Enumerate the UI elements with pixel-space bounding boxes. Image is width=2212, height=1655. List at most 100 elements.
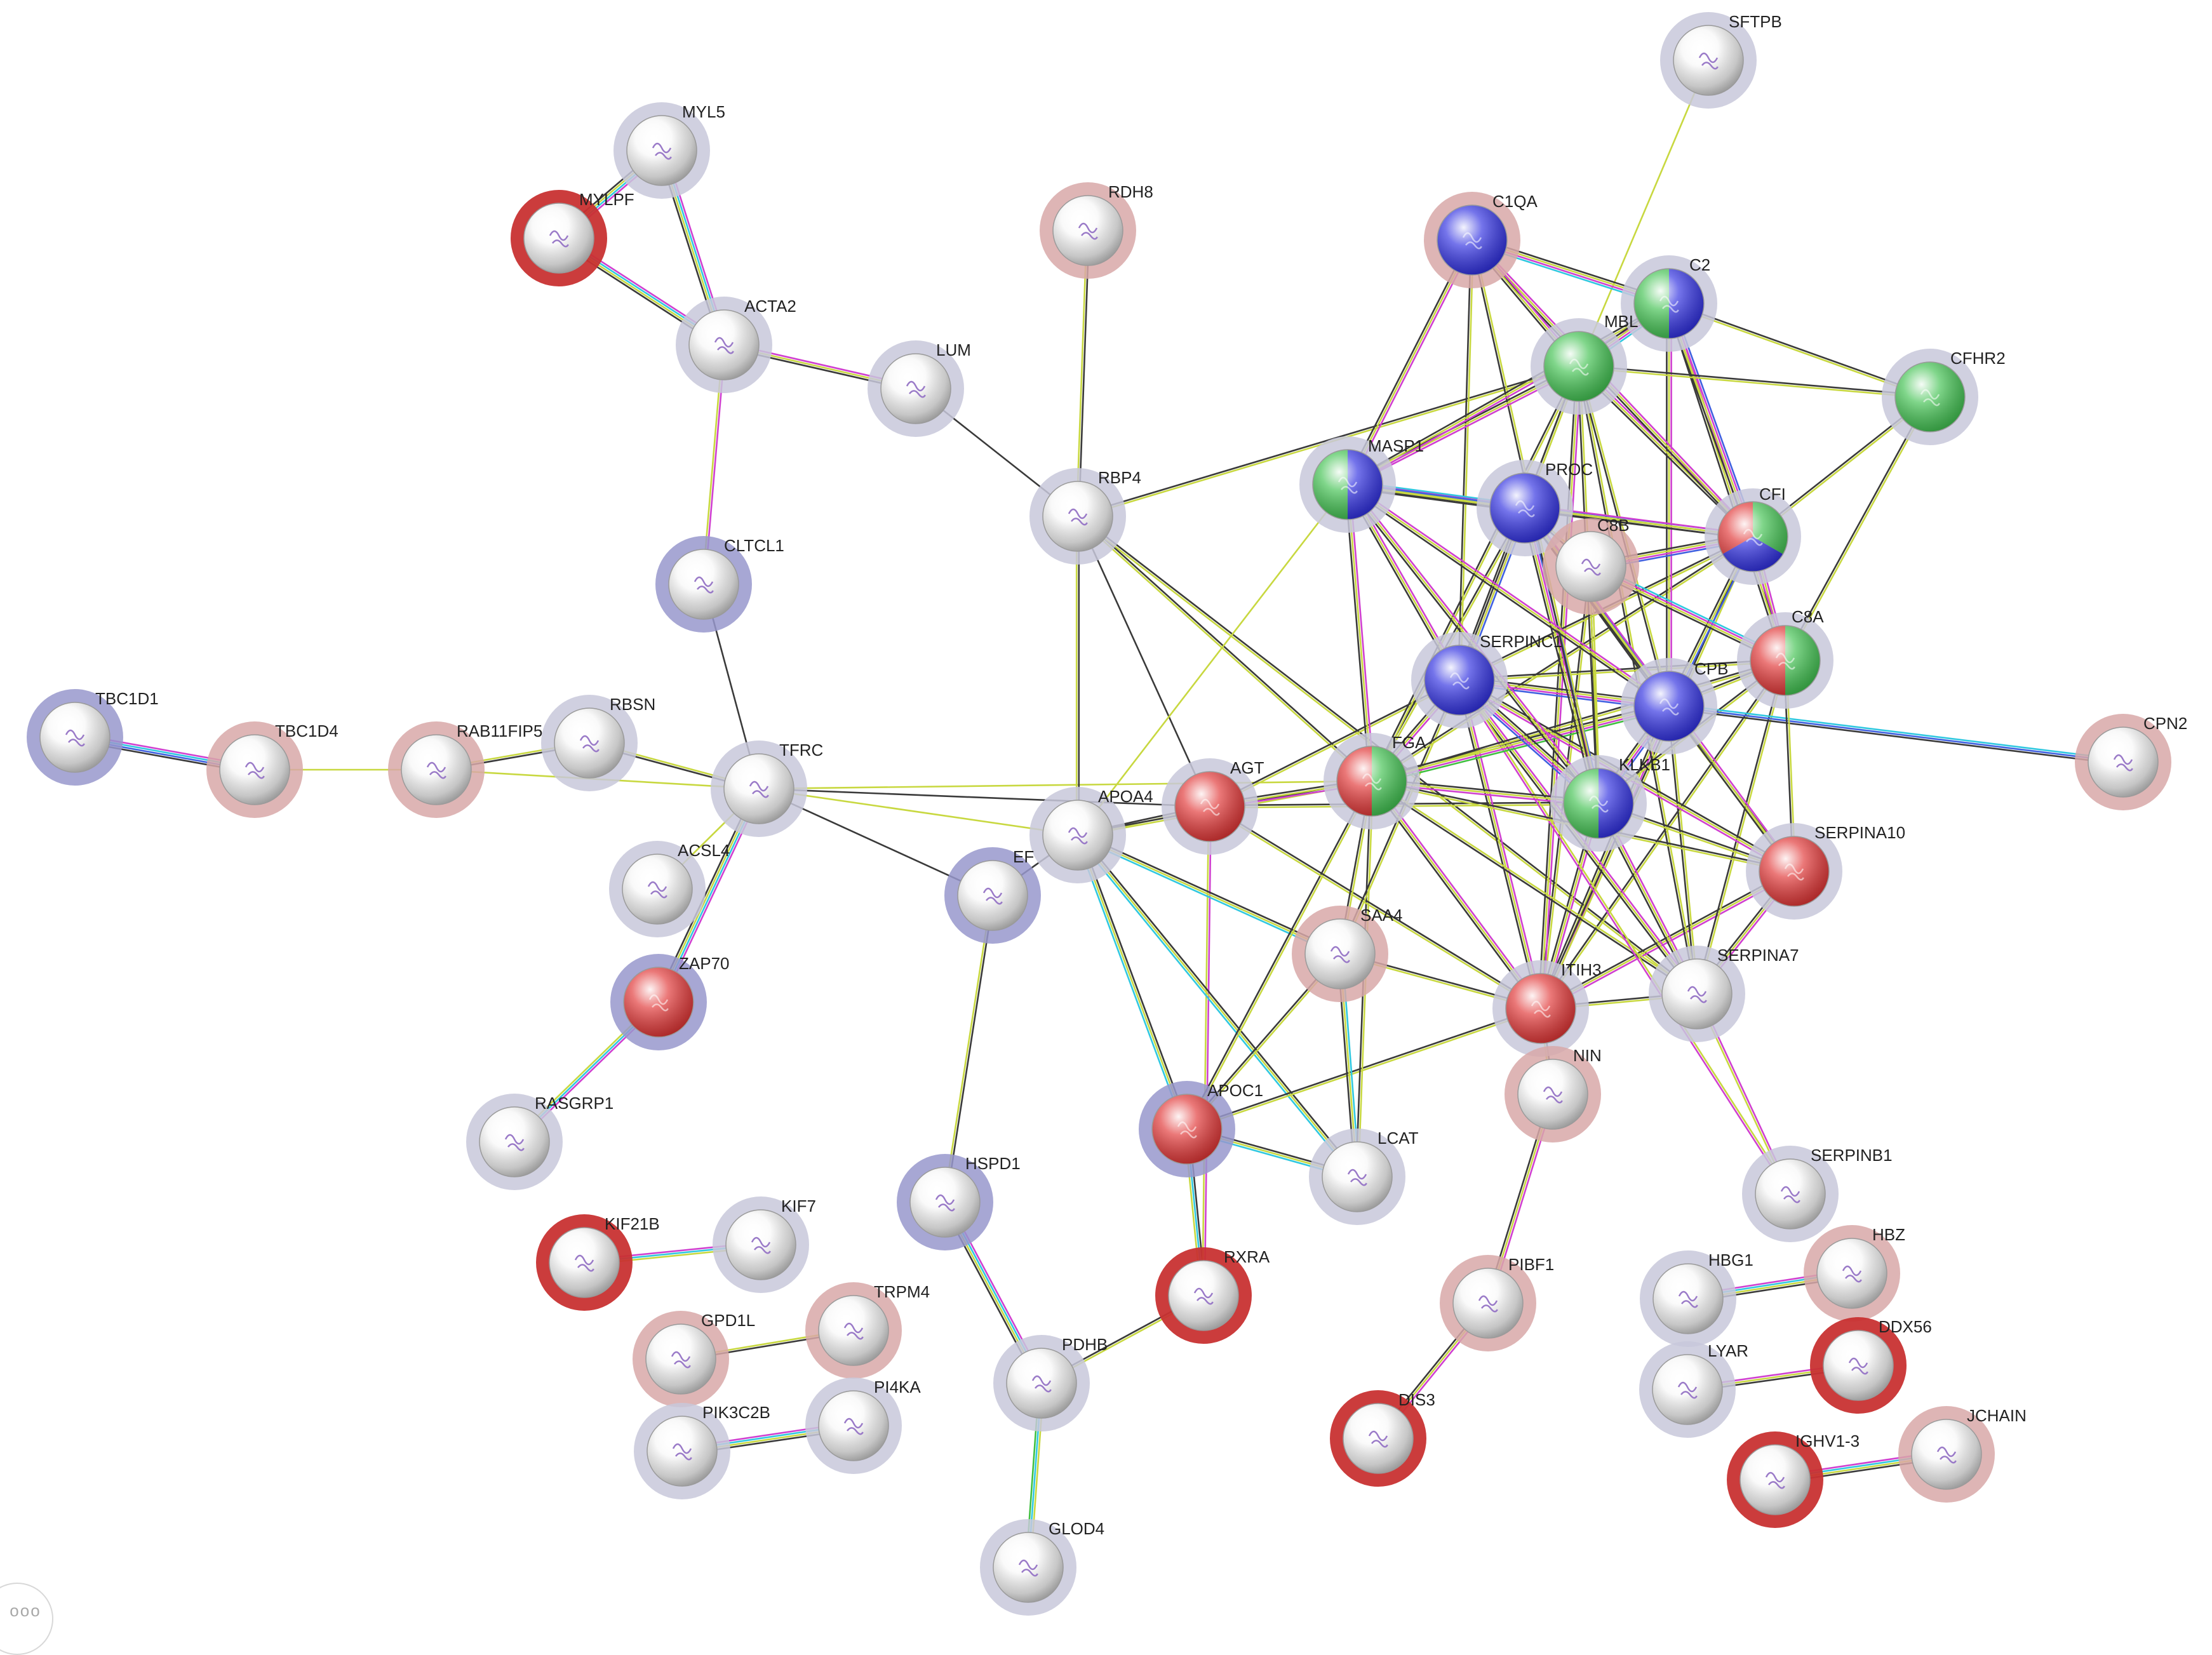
- edge-CPB2-MASP1[interactable]: [1346, 481, 1671, 709]
- edge-APOA4-LCAT[interactable]: [1075, 833, 1360, 1179]
- edge-RBP4-APOA4[interactable]: [1075, 516, 1080, 835]
- node-RAB11FIP5[interactable]: RAB11FIP5: [388, 721, 542, 818]
- node-TBC1D4[interactable]: TBC1D4: [206, 721, 339, 818]
- node-label: KIF7: [781, 1196, 816, 1216]
- node-DDX56[interactable]: DDX56: [1810, 1317, 1932, 1414]
- edge-CPB2-CPN2[interactable]: [1668, 703, 2124, 765]
- edge-APOC1-FGA[interactable]: [1185, 780, 1374, 1130]
- node-SAA4[interactable]: SAA4: [1292, 906, 1403, 1002]
- edge-CPB2-C2[interactable]: [1666, 304, 1672, 706]
- protein-structure-icon: [1775, 652, 1795, 670]
- node-RBSN[interactable]: RBSN: [541, 695, 655, 791]
- node-GLOD4[interactable]: GLOD4: [980, 1519, 1104, 1616]
- node-ACSL4[interactable]: ACSL4: [609, 841, 730, 937]
- edge-line-yellow: [1346, 484, 1373, 782]
- node-RDH8[interactable]: RDH8: [1040, 182, 1153, 279]
- node-ACTA2[interactable]: ACTA2: [676, 297, 796, 393]
- node-MYL5[interactable]: MYL5: [613, 102, 725, 199]
- edge-line-black: [1538, 366, 1578, 1008]
- node-PDHB[interactable]: PDHB: [993, 1335, 1108, 1431]
- edge-TFRC-AGT[interactable]: [758, 787, 1210, 808]
- edge-FGA-MASP1[interactable]: [1344, 484, 1375, 782]
- node-PIBF1[interactable]: PIBF1: [1440, 1255, 1554, 1351]
- edge-C8A-CFHR2[interactable]: [1783, 396, 1932, 662]
- node-PIK3C2B[interactable]: PIK3C2B: [634, 1403, 770, 1499]
- edge-SERPINC1-C1QA[interactable]: [1457, 239, 1475, 681]
- node-NIN[interactable]: NIN: [1505, 1046, 1602, 1142]
- edge-RBP4-FGA[interactable]: [1076, 514, 1374, 783]
- node-C2[interactable]: C2: [1621, 255, 1717, 352]
- node-MYLPF[interactable]: MYLPF: [511, 190, 634, 286]
- node-GPD1L[interactable]: GPD1L: [633, 1311, 755, 1407]
- node-C8B[interactable]: C8B: [1543, 516, 1639, 615]
- node-HBG1[interactable]: HBG1: [1640, 1250, 1753, 1347]
- node-KIF21B[interactable]: KIF21B: [536, 1214, 660, 1311]
- node-HBZ[interactable]: HBZ: [1804, 1225, 1905, 1322]
- edge-APOC1-ITIH3[interactable]: [1186, 1007, 1542, 1131]
- edge-TFRC-FGA[interactable]: [758, 780, 1372, 790]
- edge-line-magenta: [1349, 484, 1375, 781]
- edge-SERPINB1-SERPINC1[interactable]: [1458, 679, 1792, 1195]
- node-SERPINB1[interactable]: SERPINB1: [1742, 1146, 1893, 1242]
- edge-line-yellow: [1347, 302, 1670, 486]
- edge-ITIH3-SERPINC1[interactable]: [1456, 679, 1544, 1010]
- node-AGT[interactable]: AGT: [1162, 758, 1264, 855]
- node-RXRA[interactable]: RXRA: [1155, 1247, 1270, 1344]
- edge-AGT-RXRA[interactable]: [1201, 806, 1212, 1296]
- edge-AGT-ITIH3[interactable]: [1209, 805, 1542, 1010]
- edge-line-black: [1210, 805, 1542, 1008]
- node-SERPINA10[interactable]: SERPINA10: [1746, 823, 1905, 920]
- node-C1QA[interactable]: C1QA: [1424, 192, 1538, 288]
- node-EPO[interactable]: EF: [944, 847, 1041, 944]
- edge-TFRC-APOA4[interactable]: [758, 787, 1078, 836]
- node-C8A[interactable]: C8A: [1737, 607, 1833, 709]
- protein-structure-icon: [1337, 476, 1358, 494]
- node-KLKB1[interactable]: KLKB1: [1550, 755, 1670, 852]
- node-HSPD1[interactable]: HSPD1: [897, 1154, 1021, 1250]
- node-CFI[interactable]: CFI: [1705, 485, 1801, 585]
- node-CPN2[interactable]: CPN2: [2075, 714, 2187, 810]
- node-LUM[interactable]: LUM: [868, 340, 971, 437]
- node-JCHAIN[interactable]: JCHAIN: [1898, 1406, 2027, 1503]
- edge-APOA4-APOC1[interactable]: [1075, 834, 1190, 1130]
- node-PI4KA[interactable]: PI4KA: [805, 1377, 921, 1474]
- edge-RBP4-AGT[interactable]: [1076, 516, 1211, 807]
- node-ZAP70[interactable]: ZAP70: [610, 954, 730, 1050]
- node-APOC1[interactable]: APOC1: [1139, 1081, 1263, 1177]
- node-FGA[interactable]: FGA: [1324, 733, 1426, 829]
- node-SERPINC1[interactable]: SERPINC1: [1411, 632, 1562, 728]
- node-ITIH3[interactable]: ITIH3: [1492, 960, 1602, 1057]
- node-KIF7[interactable]: KIF7: [713, 1196, 816, 1293]
- node-LCAT[interactable]: LCAT: [1309, 1129, 1419, 1225]
- node-CPB2[interactable]: CPB: [1621, 658, 1728, 754]
- node-RBP4[interactable]: RBP4: [1029, 468, 1141, 565]
- edge-ITIH3-MBL2[interactable]: [1538, 366, 1582, 1009]
- node-TBC1D1[interactable]: TBC1D1: [27, 689, 159, 786]
- edge-MBL2-CFHR2[interactable]: [1578, 364, 1931, 399]
- node-TRPM4[interactable]: TRPM4: [805, 1282, 930, 1379]
- node-gloss: [219, 734, 290, 805]
- node-DIS3[interactable]: DIS3: [1330, 1390, 1435, 1487]
- node-SFTPB[interactable]: SFTPB: [1660, 12, 1782, 109]
- node-APOA4[interactable]: APOA4: [1029, 787, 1153, 883]
- node-CFHR2[interactable]: CFHR2: [1882, 349, 2006, 445]
- node-label: PIK3C2B: [702, 1403, 770, 1422]
- node-PROC[interactable]: PROC: [1477, 460, 1593, 556]
- edge-SERPINA7-FGA[interactable]: [1371, 779, 1698, 996]
- edge-KLKB1-PROC[interactable]: [1520, 507, 1603, 805]
- edge-EPO-HSPD1[interactable]: [942, 895, 995, 1203]
- node-LYAR[interactable]: LYAR: [1639, 1341, 1748, 1438]
- node-label: TRPM4: [874, 1282, 930, 1301]
- node-gloss: [1052, 195, 1123, 266]
- edge-SFTPB-MBL2[interactable]: [1578, 60, 1710, 367]
- edge-APOA4-MASP1[interactable]: [1076, 484, 1349, 836]
- node-CLTCL1[interactable]: CLTCL1: [655, 536, 784, 633]
- node-MBL2[interactable]: MBL: [1531, 312, 1638, 415]
- node-RASGRP1[interactable]: RASGRP1: [466, 1094, 613, 1190]
- protein-structure-icon: [245, 761, 265, 779]
- node-IGHV1-3[interactable]: IGHV1-3: [1727, 1431, 1860, 1528]
- node-label: MBL: [1604, 312, 1638, 331]
- node-TFRC[interactable]: TFRC: [711, 740, 823, 837]
- node-MASP1[interactable]: MASP1: [1299, 436, 1424, 533]
- node-SERPINA7[interactable]: SERPINA7: [1649, 946, 1799, 1042]
